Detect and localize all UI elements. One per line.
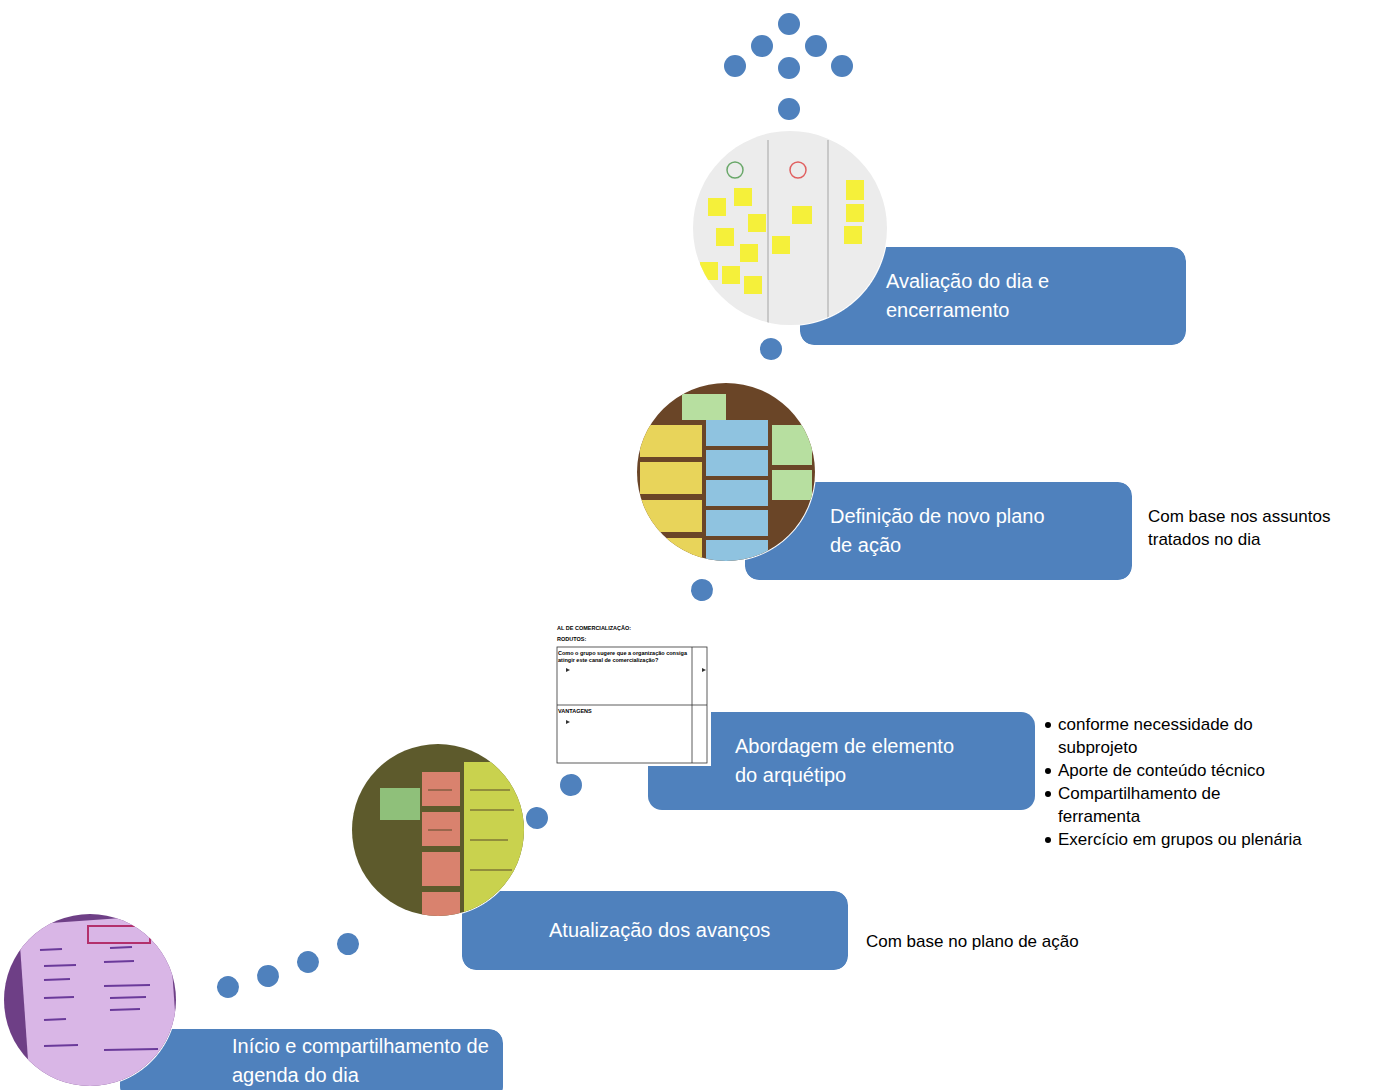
bullet-dot	[1045, 722, 1051, 728]
step-box: Atualização dos avanços	[462, 891, 848, 970]
arrow-dot	[778, 98, 800, 120]
bullet-row: Exercício em grupos ou plenária	[1045, 828, 1373, 851]
form-picture	[555, 620, 711, 766]
step-box: Início e compartilhamento de agenda do d…	[120, 1029, 503, 1090]
sticky-note	[640, 425, 702, 457]
step-title: Avaliação do dia e encerramento	[886, 267, 1136, 325]
form-bullet	[702, 668, 706, 672]
bullet-row: Aporte de conteúdo técnico	[1045, 759, 1368, 782]
bullet-item: Compartilhamento de ferramenta	[1058, 782, 1268, 828]
bullet-dot	[1045, 837, 1051, 843]
arrow-dot	[724, 55, 746, 77]
form-bullet	[566, 720, 570, 724]
photo-rule	[767, 140, 769, 330]
step-title: Abordagem de elemento do arquétipo	[735, 732, 963, 790]
step-title: Atualização dos avanços	[549, 916, 839, 945]
side-note: Com base nos assuntos tratados no dia	[1148, 505, 1370, 551]
form-bullet	[566, 668, 570, 672]
form-paper	[555, 620, 711, 766]
arrow-dots	[724, 13, 853, 120]
arrow-dot	[751, 35, 773, 57]
photo-frame	[88, 926, 150, 943]
bullet-item: Aporte de conteúdo técnico	[1058, 759, 1368, 782]
step-box: Avaliação do dia e encerramento	[800, 247, 1186, 345]
sticky-note	[640, 462, 702, 494]
sticky-note	[422, 772, 460, 806]
photo-scribbles	[428, 790, 514, 870]
sticky-note	[422, 892, 460, 926]
bullet-row: conforme necessidade do subprojeto	[1045, 713, 1308, 759]
sticky-note	[682, 394, 726, 420]
photo-face	[727, 162, 743, 178]
sticky-note	[422, 812, 460, 846]
form-text: AL DE COMERCIALIZAÇÃO:	[557, 625, 697, 632]
form-table	[557, 647, 707, 763]
bullet-row: Compartilhamento de ferramenta	[1045, 782, 1268, 828]
sticky-note	[706, 420, 768, 446]
step-box-ground	[745, 482, 1132, 580]
sticky-note	[706, 450, 768, 476]
arrow-dot	[778, 13, 800, 35]
step-title: Definição de novo plano de ação	[830, 502, 1062, 560]
arrow-dot	[831, 55, 853, 77]
dot-connector	[145, 899, 462, 1029]
arrow-dot	[778, 57, 800, 79]
step-box: Definição de novo plano de ação	[745, 482, 1132, 580]
sticky-note	[422, 852, 460, 886]
step-box: Abordagem de elemento do arquétipo	[648, 712, 1035, 810]
bullet-dot	[1045, 791, 1051, 797]
bullet-item: Exercício em grupos ou plenária	[1058, 828, 1373, 851]
sticky-note	[380, 788, 420, 820]
step-box-ground	[800, 247, 1186, 345]
bullet-item: conforme necessidade do subprojeto	[1058, 713, 1308, 759]
sticky-note	[772, 425, 812, 465]
photo-face	[790, 162, 806, 178]
arrow-dot	[805, 35, 827, 57]
form-text: VANTAGENS	[558, 708, 638, 715]
bullet-dot	[1045, 768, 1051, 774]
sticky-note	[640, 538, 702, 570]
form-text: Como o grupo sugere que a organização co…	[558, 650, 690, 663]
side-note: Com base no plano de ação	[866, 930, 1166, 953]
sticky-note	[640, 500, 702, 532]
form-text: RODUTOS:	[557, 636, 697, 643]
step-title: Início e compartilhamento de agenda do d…	[232, 1032, 494, 1090]
form-rule	[557, 705, 707, 706]
step-box-ground	[648, 712, 1035, 810]
